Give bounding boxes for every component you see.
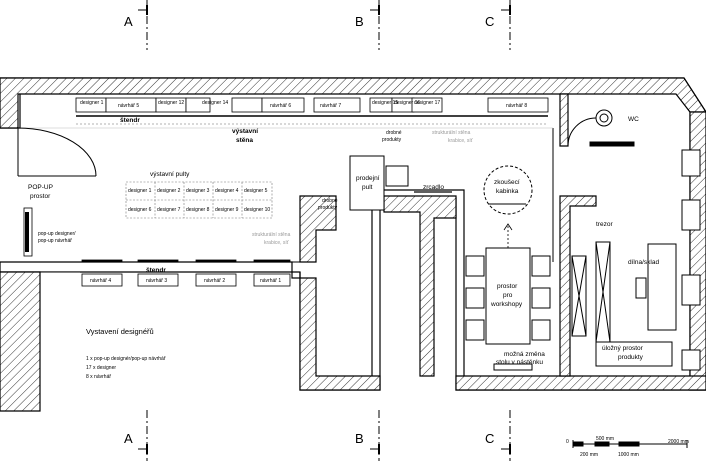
- legend-line-3: 8 x návrhář: [86, 374, 111, 380]
- section-label-a-top: A: [124, 14, 133, 29]
- drobne-produkty-left-2: produkty: [318, 205, 338, 211]
- counter-cell-6: designer 6: [128, 207, 152, 213]
- scale-zero: 0: [566, 439, 569, 445]
- bay-designer-17: designer 17: [414, 100, 440, 106]
- strukturalni-stena-mid-1: strukturální stěna: [252, 232, 291, 238]
- counter-cell-5: designer 5: [244, 188, 268, 194]
- scale-bar: [572, 440, 688, 448]
- popup-label-2: prostor: [30, 193, 51, 200]
- section-label-b-bottom: B: [355, 431, 364, 446]
- scale-500: 500 mm: [596, 436, 614, 442]
- workshop-label-1: prostor: [497, 283, 518, 290]
- scale-1000: 1000 mm: [618, 452, 639, 458]
- bay-designer-14: designer 14: [202, 100, 228, 106]
- bay-designer-15: designer 15: [372, 100, 398, 106]
- display-wall-bottom: [81, 259, 291, 287]
- strukturalni-stena-mid-2: krabice, síť: [264, 240, 289, 246]
- scale-2000: 2000 mm: [668, 439, 689, 445]
- stendr-top-label: štendr: [120, 117, 140, 124]
- section-label-c-bottom: C: [485, 431, 494, 446]
- bay-navrhar-5: návrhář 5: [118, 103, 139, 109]
- vystavni-stena-label-2: stěna: [236, 137, 253, 144]
- sales-counter-label-2: pult: [362, 184, 373, 191]
- strukturalni-stena-top-2: krabice, síť: [448, 138, 473, 144]
- counter-cell-1: designer 1: [128, 188, 152, 194]
- dilna-label: dílna/sklad: [628, 259, 659, 266]
- sales-counter: [349, 155, 409, 211]
- workshop-label-2: pro: [503, 292, 513, 299]
- bay-navrhar-2: návrhář 2: [204, 278, 225, 284]
- legend-line-2: 17 x designer: [86, 365, 116, 371]
- windows-right: [681, 149, 701, 371]
- counter-cell-7: designer 7: [157, 207, 181, 213]
- bay-designer-12: designer 12: [158, 100, 184, 106]
- storage-label-2: produkty: [618, 354, 644, 361]
- sales-counter-label-1: prodejní: [356, 175, 380, 182]
- vystavni-stena-label-1: výstavní: [232, 128, 258, 135]
- stendr-bottom-label: štendr: [146, 267, 166, 274]
- workshop-label-3: workshopy: [490, 301, 523, 308]
- wc-label: WC: [628, 116, 639, 123]
- counter-cell-10: designer 10: [244, 207, 270, 213]
- table-change-label-2: stolu v nástěnku: [496, 359, 543, 366]
- bay-navrhar-3: návrhář 3: [146, 278, 167, 284]
- counter-cell-4: designer 4: [215, 188, 239, 194]
- table-change-label-1: možná změna: [504, 351, 545, 358]
- bay-designer-1: designer 1: [80, 100, 104, 106]
- entrance-door: [17, 127, 97, 177]
- bay-navrhar-7: návrhář 7: [320, 103, 341, 109]
- counter-grid: [125, 181, 273, 219]
- trezor-label: trezor: [596, 221, 613, 228]
- strukturalni-stena-top-1: strukturální stěna: [432, 130, 471, 136]
- legend-title: Vystavení designéřů: [86, 327, 154, 336]
- bay-navrhar-4: návrhář 4: [90, 278, 111, 284]
- counter-cell-8: designer 8: [186, 207, 210, 213]
- counter-cell-2: designer 2: [157, 188, 181, 194]
- bay-navrhar-6: návrhář 6: [270, 103, 291, 109]
- fitting-room-label-1: zkoušecí: [494, 179, 520, 186]
- workshop-area: [465, 247, 551, 371]
- bay-navrhar-1: návrhář 1: [260, 278, 281, 284]
- move-arrow-head: [503, 223, 513, 231]
- bay-navrhar-8: návrhář 8: [506, 103, 527, 109]
- storage-label-1: úložný prostor: [602, 345, 644, 352]
- back-rooms: [571, 241, 677, 367]
- popup-panel-fill: [25, 212, 29, 252]
- section-label-c-top: C: [485, 14, 494, 29]
- wc-room: [567, 109, 635, 147]
- drobne-produkty-2: produkty: [382, 137, 402, 143]
- fitting-room: [483, 165, 533, 215]
- counter-grid-title: výstavní pulty: [150, 171, 190, 178]
- section-label-b-top: B: [355, 14, 364, 29]
- section-markers-bottom: [138, 410, 511, 461]
- display-wall-top: [75, 97, 549, 125]
- counter-cell-9: designer 9: [215, 207, 239, 213]
- drobne-produkty-1: drobné: [386, 130, 402, 136]
- popup-panel-label-1: pop-up designer/: [38, 231, 76, 237]
- legend-line-1: 1 x pop-up designér/pop-up návrhář: [86, 356, 166, 362]
- counter-cell-3: designer 3: [186, 188, 210, 194]
- fitting-room-label-2: kabinka: [496, 188, 519, 195]
- walls: [0, 77, 706, 412]
- popup-panel-label-2: pop-up návrhář: [38, 238, 72, 244]
- popup-label-1: POP-UP: [28, 184, 53, 191]
- section-label-a-bottom: A: [124, 431, 133, 446]
- scale-200: 200 mm: [580, 452, 598, 458]
- drobne-produkty-left-1: drobné: [322, 198, 338, 204]
- section-markers-top: [138, 0, 511, 50]
- mirror-label: zrcadlo: [423, 184, 444, 191]
- bay-designer-16: designer 16: [394, 100, 420, 106]
